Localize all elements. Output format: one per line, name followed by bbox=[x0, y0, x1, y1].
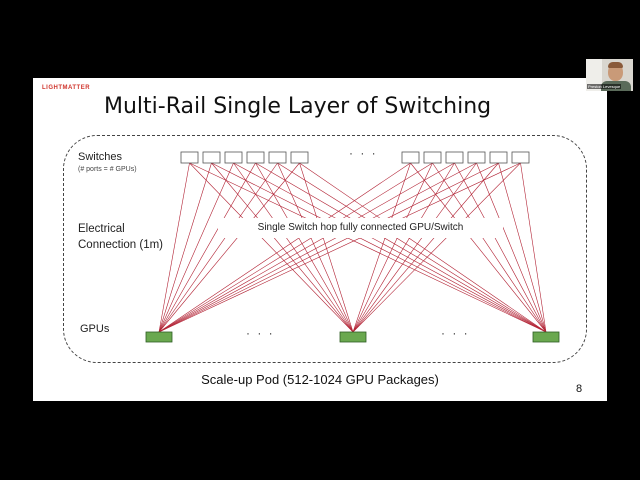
gpu-ellipsis-left: · · · bbox=[246, 326, 275, 340]
gpus-label: GPUs bbox=[80, 323, 110, 335]
lightmatter-logo: LIGHTMATTER bbox=[42, 85, 91, 91]
wire-switch12-gpu3 bbox=[520, 162, 547, 333]
pod-caption: Scale-up Pod (512-1024 GPU Packages) bbox=[201, 372, 439, 387]
wire-switch6-gpu3 bbox=[299, 162, 547, 333]
page-number: 8 bbox=[576, 383, 583, 395]
wire-switch2-gpu3 bbox=[211, 162, 547, 333]
switch-box-3 bbox=[224, 151, 243, 164]
switch-box-12 bbox=[511, 151, 530, 164]
switches-label: Switches bbox=[78, 151, 123, 163]
wire-layer bbox=[158, 162, 547, 333]
switch-box-8 bbox=[423, 151, 442, 164]
switch-layer bbox=[180, 151, 530, 164]
wire-switch1-gpu1 bbox=[158, 162, 190, 333]
switch-ellipsis: · · · bbox=[349, 146, 378, 160]
switch-box-7 bbox=[401, 151, 420, 164]
gpu-layer bbox=[145, 331, 560, 343]
pod-boundary bbox=[63, 135, 587, 363]
wire-switch8-gpu3 bbox=[432, 162, 547, 333]
wire-switch4-gpu3 bbox=[255, 162, 547, 333]
slide-title: Multi-Rail Single Layer of Switching bbox=[104, 94, 492, 119]
switch-hop-label: Single Switch hop fully connected GPU/Sw… bbox=[218, 218, 503, 238]
wire-switch5-gpu3 bbox=[277, 162, 547, 333]
switch-box-2 bbox=[202, 151, 221, 164]
wire-switch9-gpu3 bbox=[454, 162, 547, 333]
switch-box-9 bbox=[445, 151, 464, 164]
wire-switch7-gpu2 bbox=[352, 162, 411, 333]
network-diagram bbox=[145, 151, 560, 343]
wire-switch10-gpu2 bbox=[352, 162, 477, 333]
wire-switch3-gpu2 bbox=[233, 162, 354, 333]
gpu-box-1 bbox=[145, 331, 173, 343]
gpu-ellipsis-right: · · · bbox=[441, 326, 470, 340]
switch-box-4 bbox=[246, 151, 265, 164]
wire-switch10-gpu3 bbox=[476, 162, 547, 333]
ports-note: (# ports = # GPUs) bbox=[78, 166, 137, 173]
switch-box-5 bbox=[268, 151, 287, 164]
webcam-name-tag: Preston Levesque bbox=[587, 84, 622, 89]
wire-switch6-gpu1 bbox=[158, 162, 300, 333]
electrical-connection-label: Electrical Connection (1m) bbox=[78, 223, 164, 251]
wire-switch2-gpu1 bbox=[158, 162, 212, 333]
wire-switch4-gpu2 bbox=[255, 162, 354, 333]
webcam-thumbnail: Preston Levesque bbox=[586, 59, 633, 91]
wire-switch5-gpu2 bbox=[277, 162, 354, 333]
switch-box-6 bbox=[290, 151, 309, 164]
wire-switch8-gpu2 bbox=[352, 162, 433, 333]
wire-switch11-gpu1 bbox=[158, 162, 499, 333]
wire-switch10-gpu1 bbox=[158, 162, 477, 333]
wire-switch1-gpu3 bbox=[189, 162, 547, 333]
wire-switch5-gpu1 bbox=[158, 162, 278, 333]
wire-switch2-gpu2 bbox=[211, 162, 354, 333]
slide: LIGHTMATTER Multi-Rail Single Layer of S… bbox=[33, 78, 607, 401]
wire-switch7-gpu1 bbox=[158, 162, 411, 333]
wire-switch3-gpu3 bbox=[233, 162, 547, 333]
switch-box-1 bbox=[180, 151, 199, 164]
switch-box-11 bbox=[489, 151, 508, 164]
wire-switch9-gpu2 bbox=[352, 162, 455, 333]
wire-switch8-gpu1 bbox=[158, 162, 433, 333]
wire-switch4-gpu1 bbox=[158, 162, 256, 333]
wire-switch12-gpu2 bbox=[352, 162, 521, 333]
wire-switch1-gpu2 bbox=[189, 162, 354, 333]
wire-switch11-gpu3 bbox=[498, 162, 547, 333]
gpu-box-2 bbox=[339, 331, 367, 343]
wire-switch9-gpu1 bbox=[158, 162, 455, 333]
wire-switch6-gpu2 bbox=[299, 162, 354, 333]
gpu-box-3 bbox=[532, 331, 560, 343]
wire-switch11-gpu2 bbox=[352, 162, 499, 333]
wire-switch7-gpu3 bbox=[410, 162, 547, 333]
wire-switch3-gpu1 bbox=[158, 162, 234, 333]
wire-switch12-gpu1 bbox=[158, 162, 521, 333]
switch-box-10 bbox=[467, 151, 486, 164]
